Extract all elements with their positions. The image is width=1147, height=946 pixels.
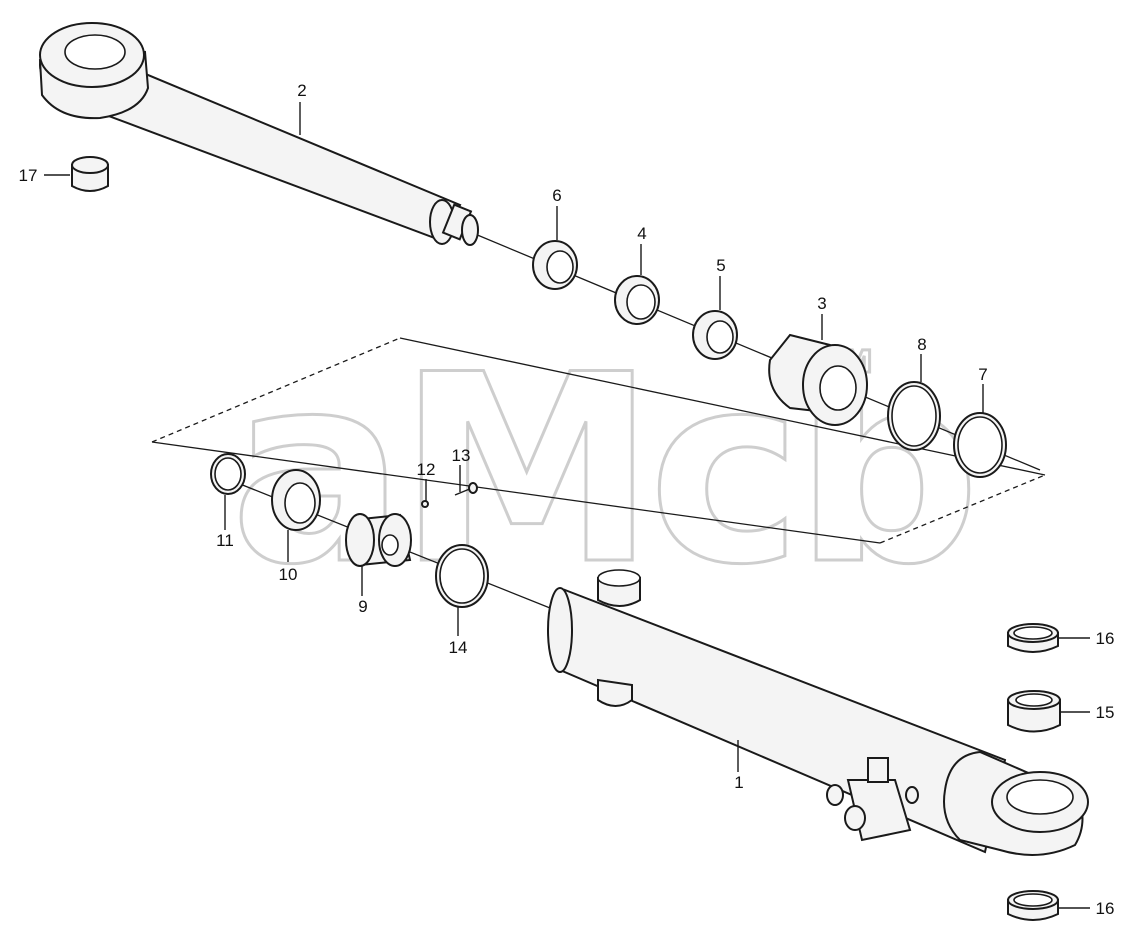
ring-14 — [435, 544, 489, 608]
leader-lines — [44, 102, 1090, 909]
label-9: 9 — [358, 597, 367, 616]
label-8: 8 — [917, 335, 926, 354]
ring-8 — [887, 381, 941, 451]
gland-3 — [768, 333, 868, 426]
piston-9 — [345, 513, 412, 567]
label-16-top: 16 — [1096, 629, 1115, 648]
label-14: 14 — [449, 638, 468, 657]
label-10: 10 — [279, 565, 298, 584]
label-12: 12 — [417, 460, 436, 479]
label-7: 7 — [978, 365, 987, 384]
seal-5 — [692, 310, 738, 360]
seal-4 — [614, 275, 660, 325]
cylinder-1 — [547, 569, 1089, 856]
label-4: 4 — [637, 224, 646, 243]
pin-12 — [421, 500, 429, 508]
label-13: 13 — [452, 446, 471, 465]
label-17: 17 — [19, 166, 38, 185]
screw-13 — [454, 482, 478, 496]
seal-6 — [532, 240, 578, 290]
label-6: 6 — [552, 186, 561, 205]
part-labels: 2 17 6 4 5 3 8 7 11 10 9 12 13 14 1 15 1… — [19, 81, 1115, 918]
label-15: 15 — [1096, 703, 1115, 722]
oring-11 — [210, 453, 246, 495]
bushing-16b — [1007, 890, 1059, 921]
label-3: 3 — [817, 294, 826, 313]
seal-10 — [271, 469, 321, 531]
ring-7 — [953, 412, 1007, 478]
bushing-17 — [71, 156, 109, 192]
label-2: 2 — [297, 81, 306, 100]
label-1: 1 — [734, 773, 743, 792]
label-16-bottom: 16 — [1096, 899, 1115, 918]
bushing-15 — [1007, 690, 1061, 733]
label-5: 5 — [716, 256, 725, 275]
bushing-16a — [1007, 623, 1059, 653]
assembly-box — [151, 337, 1046, 544]
label-11: 11 — [216, 531, 234, 550]
piston-rod — [38, 22, 479, 246]
